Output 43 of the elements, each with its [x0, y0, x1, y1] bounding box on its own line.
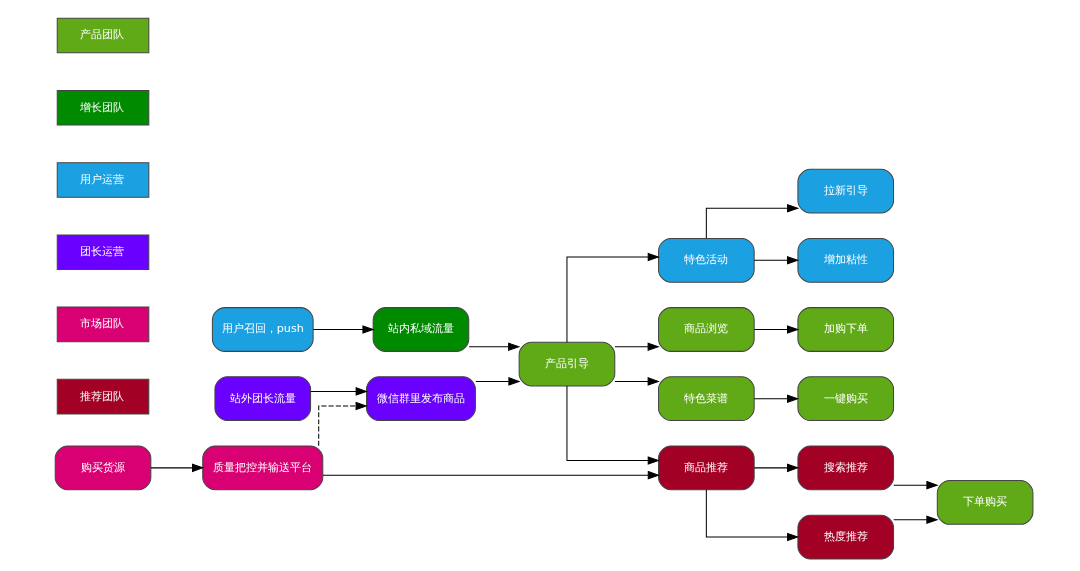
- node-box: 搜索推荐: [797, 445, 895, 491]
- node-box: 商品浏览: [658, 307, 755, 352]
- node-box: 用户召回，push: [211, 307, 314, 352]
- arrow: [753, 256, 800, 265]
- node-box: 质量把控并输送平台: [202, 445, 324, 491]
- arrow: [318, 401, 368, 447]
- node-box: 加购下单: [797, 307, 895, 352]
- legend-label: 产品团队: [79, 28, 124, 42]
- node-box: 热度推荐: [797, 514, 895, 560]
- arrow: [893, 480, 939, 490]
- arrow: [566, 385, 660, 465]
- arrow: [614, 342, 660, 352]
- node-box: 站外团长流量: [214, 376, 312, 422]
- legend-label: 增长团队: [79, 100, 124, 114]
- legend-label: 市场团队: [79, 317, 124, 331]
- legend-label: 推荐团队: [79, 389, 124, 403]
- arrow: [753, 463, 800, 473]
- arrow: [310, 387, 368, 396]
- arrow: [312, 325, 375, 334]
- arrow: [322, 470, 660, 480]
- arrow: [150, 463, 205, 473]
- node-box: 一键购买: [797, 376, 895, 422]
- legend-label: 用户运营: [79, 172, 124, 186]
- arrow: [705, 489, 800, 542]
- node-box: 拉新引导: [797, 168, 895, 214]
- arrow: [468, 342, 521, 352]
- arrow: [753, 325, 800, 334]
- node-box: 特色菜谱: [658, 376, 755, 422]
- arrow: [566, 252, 660, 343]
- arrow: [753, 394, 800, 403]
- node-box: 微信群里发布商品: [366, 376, 476, 422]
- node-box: 产品引导: [518, 341, 616, 387]
- arrow: [893, 515, 939, 525]
- arrow: [614, 377, 660, 386]
- arrow: [475, 377, 521, 386]
- node-box: 增加粘性: [797, 237, 895, 283]
- arrow: [705, 203, 800, 239]
- node-box: 商品推荐: [658, 445, 755, 491]
- node-box: 购买货源: [54, 445, 152, 491]
- legend-label: 团长运营: [79, 245, 124, 259]
- node-box: 下单购买: [936, 480, 1034, 525]
- node-box: 站内私域流量: [372, 307, 470, 352]
- node-box: 特色活动: [658, 237, 755, 283]
